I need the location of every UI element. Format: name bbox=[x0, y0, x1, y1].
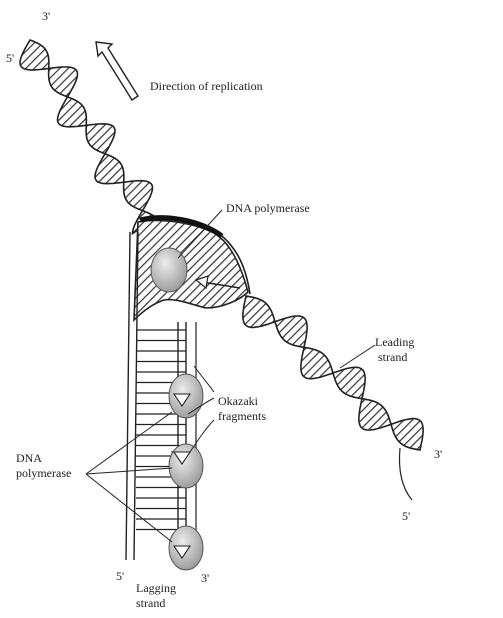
leading-strand-pointer bbox=[339, 344, 376, 369]
dna-polymerase-left-label-line1: DNA bbox=[16, 451, 42, 465]
lagging-strand-ladder bbox=[85, 231, 215, 571]
polymerase-pointer-line bbox=[85, 473, 173, 543]
replication-fork bbox=[133, 209, 251, 323]
okazaki-fragment-strands bbox=[170, 322, 197, 560]
lagging-polymerase-pointers bbox=[85, 411, 173, 543]
leading-strand-label-line1: Leading bbox=[375, 335, 414, 349]
lower-helix-backbone bbox=[245, 295, 421, 451]
top-three-prime-label: 3' bbox=[42, 9, 50, 23]
okazaki-fragments-label-line2: fragments bbox=[218, 409, 266, 423]
lagging-template-strand-inner bbox=[133, 231, 139, 561]
lagging-polymerases bbox=[168, 373, 204, 571]
dna-polymerase-left-label-line2: polymerase bbox=[16, 466, 71, 480]
lagging-strand-label-line1: Lagging bbox=[136, 581, 176, 595]
dna-polymerase-leading bbox=[150, 247, 188, 293]
leading-strand-label-line2: strand bbox=[378, 350, 407, 364]
okazaki-pointer-2 bbox=[189, 419, 215, 453]
bottom-right-five-prime-label: 5' bbox=[402, 509, 410, 523]
leading-strand-helix bbox=[242, 295, 424, 501]
direction-arrow bbox=[95, 41, 139, 101]
okazaki-arrowhead-front bbox=[172, 393, 192, 407]
fork-hatched-region bbox=[133, 219, 249, 323]
okazaki-pointer-1 bbox=[187, 397, 215, 415]
upper-helix-lobes bbox=[19, 38, 158, 236]
fork-top-edge bbox=[221, 235, 251, 295]
lagging-template-strand bbox=[125, 231, 131, 561]
okazaki-arrowhead-front bbox=[172, 545, 192, 559]
bottom-three-prime-label: 3' bbox=[201, 571, 209, 585]
top-five-prime-label: 5' bbox=[6, 51, 14, 65]
dna-polymerase-lagging bbox=[168, 443, 204, 489]
upper-helix-backbone bbox=[29, 39, 157, 219]
bottom-left-five-prime-label: 5' bbox=[116, 569, 124, 583]
dna-polymerase-top-label: DNA polymerase bbox=[226, 201, 310, 215]
leading-strand-tail bbox=[398, 447, 413, 501]
lagging-strand-label-line2: strand bbox=[136, 596, 165, 610]
dna-polymerase-top-pointer bbox=[177, 209, 223, 259]
polymerase-pointer-line bbox=[85, 411, 173, 475]
okazaki-fragments-label-line1: Okazaki bbox=[218, 394, 259, 408]
polymerase-pointer-line bbox=[85, 467, 173, 475]
right-three-prime-label: 3' bbox=[434, 447, 442, 461]
okazaki-pointer-3 bbox=[193, 365, 215, 393]
upper-double-helix bbox=[19, 38, 158, 236]
leading-polymerase-arrowhead bbox=[194, 275, 209, 290]
fork-top-thick-edge bbox=[139, 215, 224, 239]
direction-of-replication-label: Direction of replication bbox=[150, 79, 263, 93]
okazaki-arrowhead-front bbox=[172, 451, 192, 465]
